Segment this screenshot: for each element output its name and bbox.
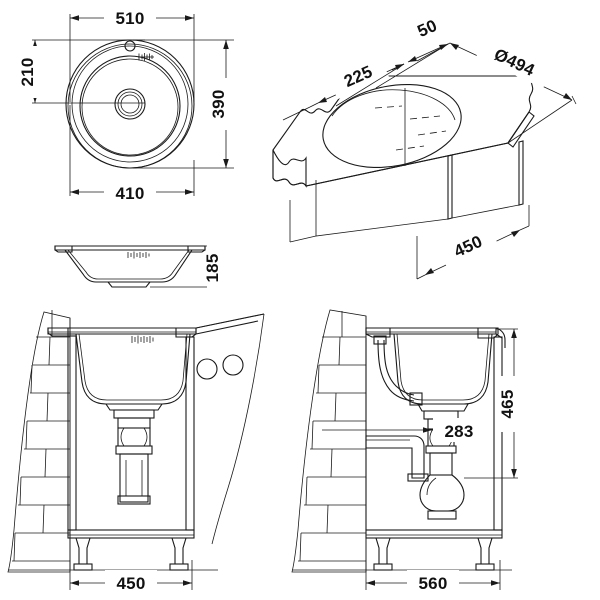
dim-50: 50 — [402, 8, 452, 63]
side-profile-view: 185 — [54, 244, 231, 292]
p-trap-cap — [427, 510, 457, 520]
dim-185-label: 185 — [203, 254, 222, 283]
dim-390-label: 390 — [209, 90, 228, 119]
overflow-slot-front — [131, 335, 154, 344]
sink-bowl-wall — [81, 58, 179, 156]
dim-410: 410 — [70, 180, 194, 204]
drain-outlet — [120, 94, 140, 114]
side-elevation-view: 465 283 560 — [291, 309, 527, 594]
cabinet-frame-front — [67, 335, 195, 539]
worktop-slab — [272, 75, 535, 188]
sink-bowl-outline — [79, 55, 181, 157]
dim-185: 185 — [150, 244, 231, 292]
cabinet-base-rail-side — [365, 529, 503, 539]
clip-right-front — [175, 327, 197, 338]
front-elevation-view: 450 — [7, 310, 265, 594]
dim-450-front: 450 — [69, 560, 193, 594]
dim-560-label: 560 — [419, 574, 448, 593]
dim-560: 560 — [365, 560, 501, 594]
feet-side — [373, 537, 495, 571]
dim-450-front-label: 450 — [117, 574, 146, 593]
strainer-flange-side — [417, 403, 469, 412]
tap-hole — [124, 40, 136, 52]
feet-front — [73, 537, 189, 571]
wall-break-outline-side — [291, 309, 367, 573]
clip-left-side — [365, 327, 391, 338]
sink-rim-inner-edge — [67, 43, 193, 169]
dim-390: 390 — [209, 40, 237, 168]
dim-210-label: 210 — [18, 58, 37, 87]
plan-extension-lines — [32, 14, 234, 196]
dim-283: 283 — [322, 418, 485, 442]
overflow-fitting — [373, 335, 387, 345]
strainer-flange — [104, 403, 164, 411]
mounting-clip-left — [54, 245, 73, 253]
overflow-slot — [138, 53, 154, 61]
drain-inner-ring — [117, 91, 143, 117]
tailpipe — [119, 453, 149, 503]
overflow-hose — [373, 335, 423, 406]
dim-465: 465 — [464, 328, 527, 479]
tailpipe-end — [117, 495, 151, 505]
drain-assembly-front — [104, 403, 164, 505]
top-plan-view: 510 210 390 410 — [18, 5, 237, 204]
wall-break-outline — [7, 311, 71, 573]
drain-outer-ring — [114, 88, 146, 120]
dim-510-label: 510 — [116, 9, 145, 28]
knob-left[interactable] — [196, 358, 218, 380]
sink-plan-geometry — [65, 39, 195, 169]
worktop-cutout — [322, 83, 462, 169]
iso-guide-lines — [282, 42, 573, 144]
dim-465-label: 465 — [498, 390, 517, 419]
clip-right-side — [477, 327, 499, 339]
outlet-collar — [407, 473, 429, 482]
cabinet-base-rail — [67, 529, 195, 539]
dim-283-label: 283 — [445, 422, 474, 441]
knob-right[interactable] — [222, 354, 244, 376]
cabinet-frame-side — [365, 336, 503, 539]
dim-210: 210 — [18, 40, 46, 103]
waste-outlet-pipe — [365, 435, 425, 479]
dim-510: 510 — [70, 5, 194, 29]
dim-410-label: 410 — [116, 184, 145, 203]
clip-left-front — [47, 327, 69, 337]
overflow-slot-section — [127, 251, 150, 259]
cutout-hidden-lines — [374, 105, 447, 151]
worktop-supports — [289, 140, 524, 243]
overflow-connector — [409, 392, 423, 406]
drain-boss-section — [106, 281, 152, 288]
sink-rim-fillet — [71, 45, 189, 163]
